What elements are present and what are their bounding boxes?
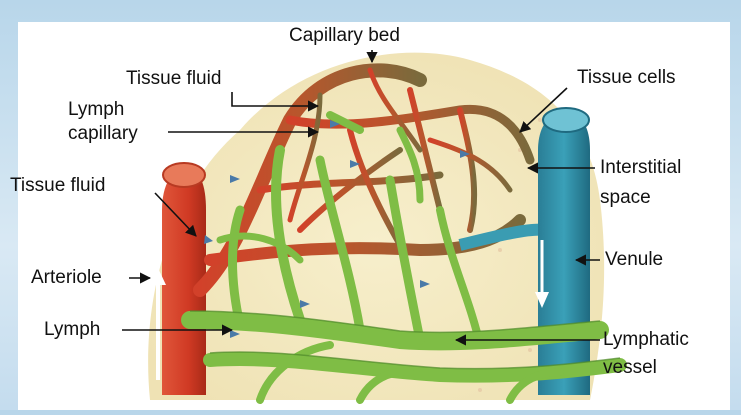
- label-capillary-bed: Capillary bed: [289, 24, 400, 47]
- label-interstitial-line1: Interstitial: [600, 156, 681, 179]
- venule-vessel: [538, 112, 590, 395]
- label-lymph-capillary-line2: capillary: [68, 122, 138, 145]
- label-venule: Venule: [605, 248, 663, 271]
- label-lymph-capillary-line1: Lymph: [68, 98, 124, 121]
- label-lymphatic-line1: Lymphatic: [603, 328, 689, 351]
- venule-opening: [543, 108, 589, 132]
- label-lymph: Lymph: [44, 318, 100, 341]
- label-arteriole: Arteriole: [31, 266, 102, 289]
- label-tissue-fluid-top: Tissue fluid: [126, 67, 221, 90]
- label-interstitial-line2: space: [600, 186, 651, 209]
- label-lymphatic-line2: vessel: [603, 356, 657, 379]
- label-tissue-fluid-left: Tissue fluid: [10, 174, 105, 197]
- label-tissue-cells: Tissue cells: [577, 66, 676, 89]
- arteriole-opening: [163, 163, 205, 187]
